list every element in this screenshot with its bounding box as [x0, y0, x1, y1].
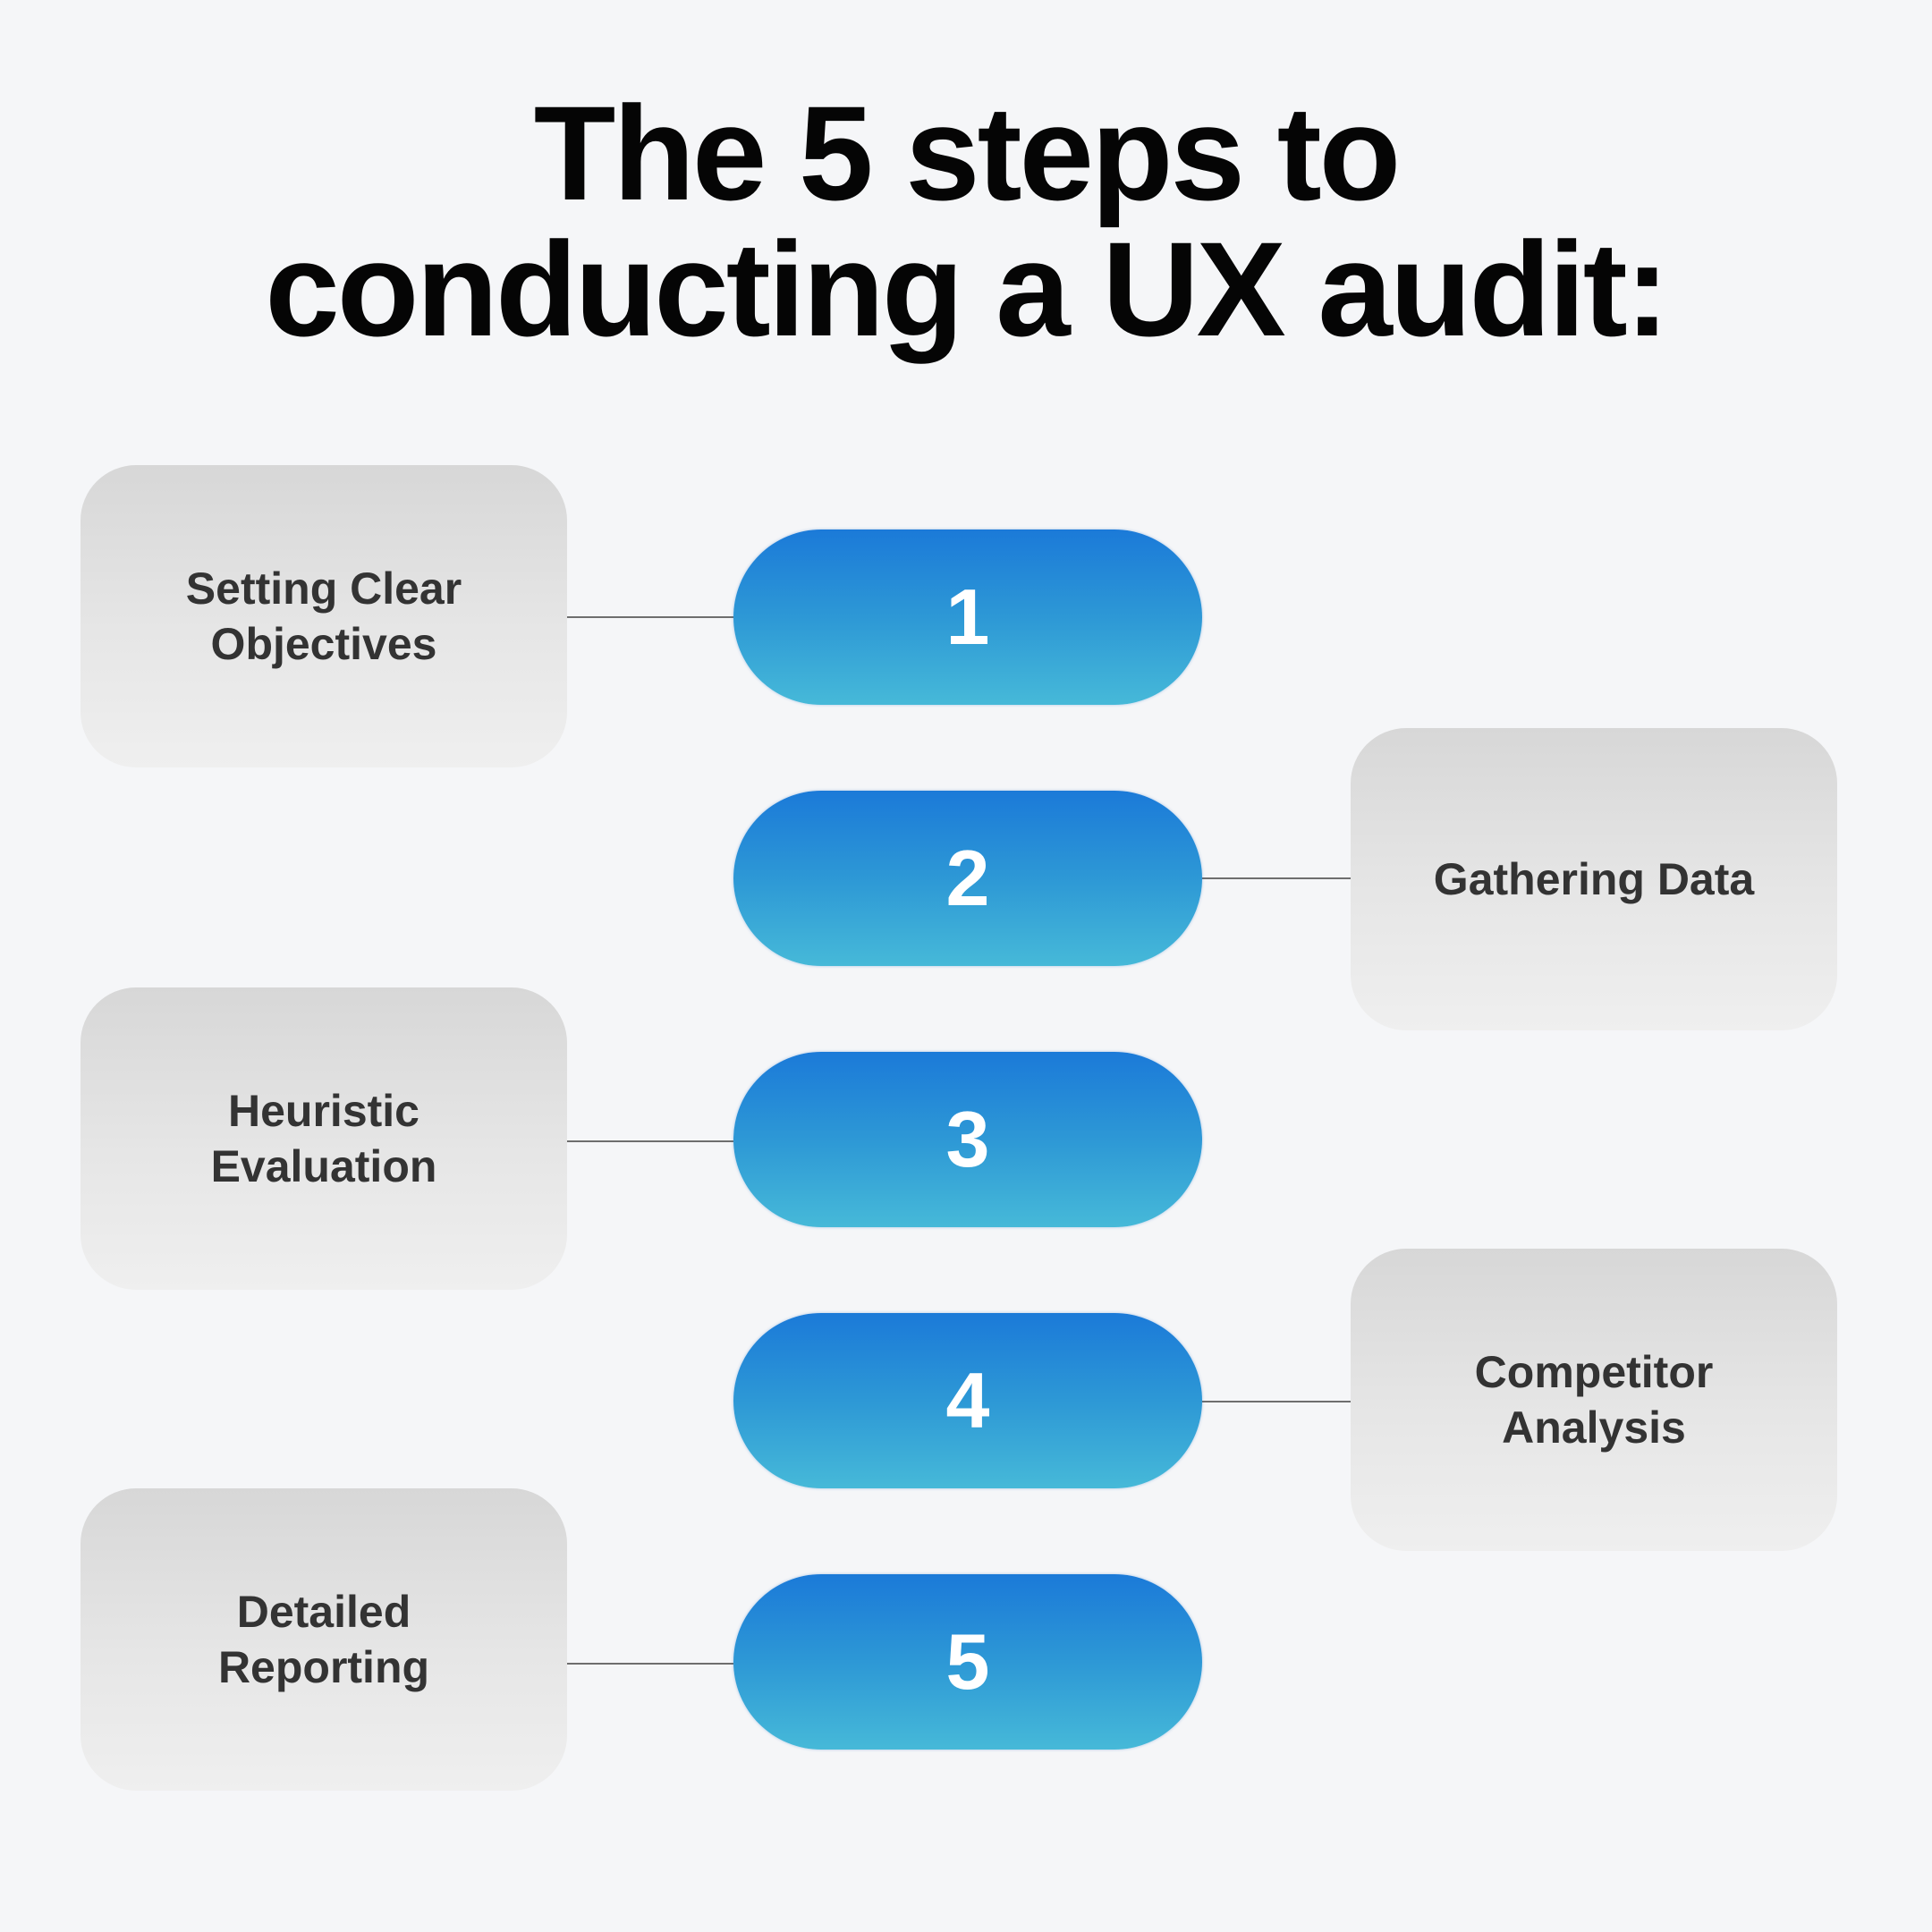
step-label-3: Heuristic Evaluation — [210, 1086, 437, 1191]
connector-step-3 — [567, 1140, 733, 1142]
step-number-2: 2 — [945, 834, 990, 922]
connector-step-4 — [1202, 1401, 1351, 1402]
connector-step-2 — [1202, 877, 1351, 879]
step-label-5: Detailed Reporting — [217, 1587, 430, 1692]
step-number-pill-4: 4 — [733, 1313, 1202, 1488]
connector-step-1 — [567, 616, 733, 618]
step-card-4: Competitor Analysis — [1351, 1249, 1837, 1551]
step-label-1: Setting Clear Objectives — [185, 564, 462, 669]
step-card-1: Setting Clear Objectives — [80, 465, 567, 767]
step-card-2: Gathering Data — [1351, 728, 1837, 1030]
step-number-pill-1: 1 — [733, 530, 1202, 705]
step-number-1: 1 — [945, 572, 990, 661]
step-number-4: 4 — [945, 1356, 990, 1445]
step-label-4: Competitor Analysis — [1474, 1347, 1714, 1453]
step-number-pill-2: 2 — [733, 791, 1202, 966]
page-title: The 5 steps to conducting a UX audit: — [0, 85, 1932, 357]
title-line-1: The 5 steps to — [533, 78, 1402, 228]
step-number-3: 3 — [945, 1095, 990, 1183]
step-number-pill-5: 5 — [733, 1574, 1202, 1750]
connector-step-5 — [567, 1663, 733, 1665]
step-card-5: Detailed Reporting — [80, 1488, 567, 1791]
step-card-3: Heuristic Evaluation — [80, 987, 567, 1290]
step-label-2: Gathering Data — [1433, 854, 1755, 904]
title-line-2: conducting a UX audit: — [265, 214, 1669, 364]
step-number-5: 5 — [945, 1617, 990, 1706]
step-number-pill-3: 3 — [733, 1052, 1202, 1227]
